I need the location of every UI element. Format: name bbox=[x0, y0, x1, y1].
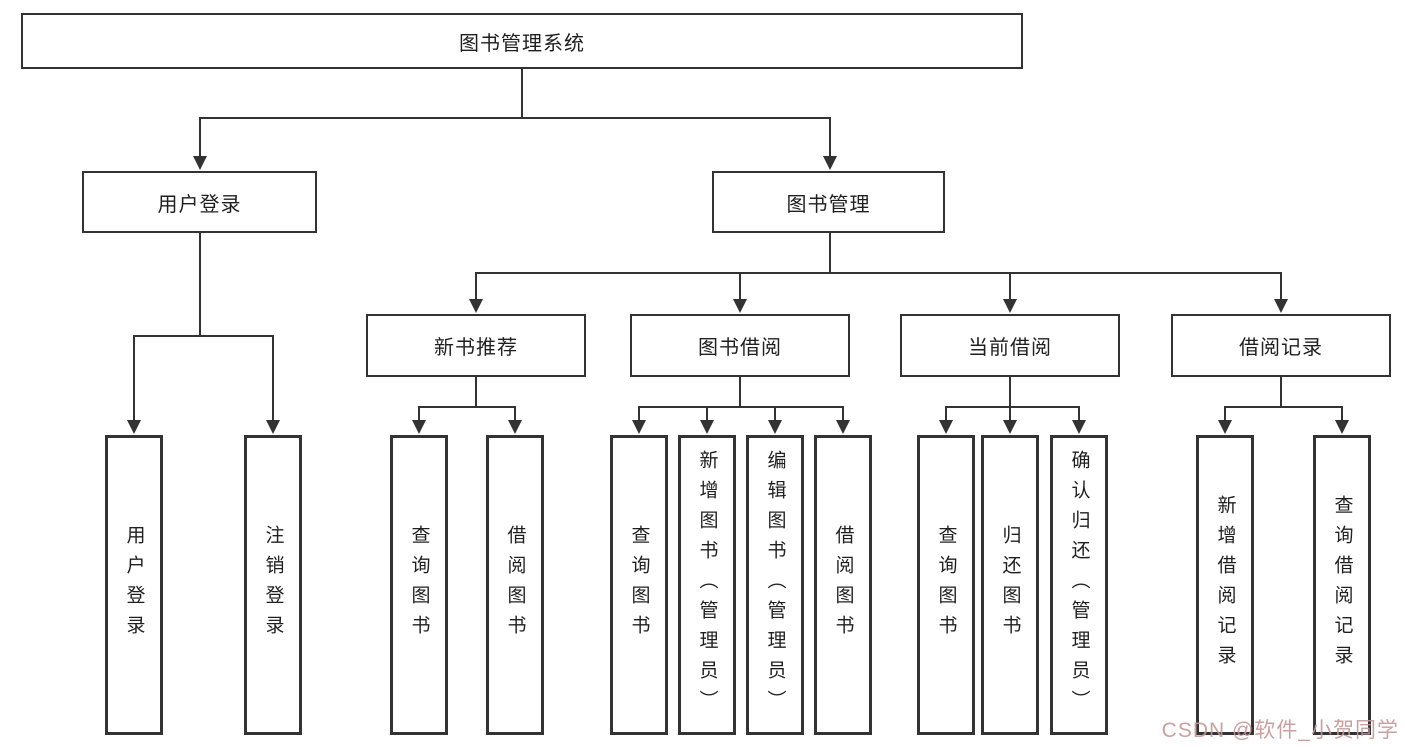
node-book-borrow-label: 图书借阅 bbox=[698, 337, 782, 359]
leaf-user-login-label: 用户登录 bbox=[123, 525, 145, 645]
connector-login-rail bbox=[134, 233, 273, 337]
node-book-management-label: 图书管理 bbox=[786, 193, 871, 216]
node-current-borrow-label: 当前借阅 bbox=[968, 337, 1052, 359]
leaf-edit-book-admin-label: 编辑图书（管理员） bbox=[764, 450, 786, 720]
leaf-edit-book-admin: 编辑图书（管理员） bbox=[746, 435, 804, 735]
leaf-return-book: 归还图书 bbox=[981, 435, 1039, 735]
leaf-borrow-query-book-label: 查询图书 bbox=[628, 525, 650, 645]
node-new-book-recommend: 新书推荐 bbox=[366, 314, 586, 377]
leaf-add-borrow-record: 新增借阅记录 bbox=[1196, 435, 1254, 735]
leaf-borrow-book: 借阅图书 bbox=[814, 435, 872, 735]
leaf-recommend-borrow-book-label: 借阅图书 bbox=[504, 525, 526, 645]
connector-current-rail bbox=[946, 377, 1079, 408]
node-book-borrow: 图书借阅 bbox=[630, 314, 850, 377]
leaf-logout: 注销登录 bbox=[244, 435, 302, 735]
leaf-recommend-query-book-label: 查询图书 bbox=[408, 525, 430, 645]
leaf-current-query-book: 查询图书 bbox=[917, 435, 975, 735]
connector-records-rail bbox=[1225, 377, 1342, 408]
leaf-add-book-admin-label: 新增图书（管理员） bbox=[696, 450, 718, 720]
node-user-login-label: 用户登录 bbox=[157, 193, 242, 216]
leaf-query-borrow-record-label: 查询借阅记录 bbox=[1331, 495, 1353, 675]
leaf-recommend-borrow-book: 借阅图书 bbox=[486, 435, 544, 735]
leaf-current-query-book-label: 查询图书 bbox=[935, 525, 957, 645]
node-borrow-records: 借阅记录 bbox=[1171, 314, 1391, 377]
connector-borrow-rail bbox=[639, 377, 843, 408]
csdn-watermark: CSDN @软件_小贺同学 bbox=[1161, 719, 1399, 742]
node-book-management: 图书管理 bbox=[712, 171, 945, 233]
node-user-login: 用户登录 bbox=[82, 171, 317, 233]
connector-recommend-rail bbox=[419, 377, 515, 408]
connector-root-rail bbox=[200, 69, 830, 119]
leaf-user-login: 用户登录 bbox=[105, 435, 163, 735]
node-root-label: 图书管理系统 bbox=[459, 32, 585, 55]
leaf-borrow-book-label: 借阅图书 bbox=[832, 525, 854, 645]
leaf-logout-label: 注销登录 bbox=[262, 525, 284, 645]
leaf-confirm-return-admin-label: 确认归还（管理员） bbox=[1068, 450, 1090, 720]
leaf-recommend-query-book: 查询图书 bbox=[390, 435, 448, 735]
connector-mgmt-rail bbox=[476, 233, 1281, 274]
leaf-query-borrow-record: 查询借阅记录 bbox=[1313, 435, 1371, 735]
leaf-confirm-return-admin: 确认归还（管理员） bbox=[1050, 435, 1108, 735]
leaf-add-book-admin: 新增图书（管理员） bbox=[678, 435, 736, 735]
node-borrow-records-label: 借阅记录 bbox=[1239, 337, 1323, 359]
leaf-return-book-label: 归还图书 bbox=[999, 525, 1021, 645]
leaf-add-borrow-record-label: 新增借阅记录 bbox=[1214, 495, 1236, 675]
node-new-book-recommend-label: 新书推荐 bbox=[434, 337, 518, 359]
node-root-system: 图书管理系统 bbox=[21, 13, 1023, 69]
node-current-borrow: 当前借阅 bbox=[900, 314, 1120, 377]
leaf-borrow-query-book: 查询图书 bbox=[610, 435, 668, 735]
